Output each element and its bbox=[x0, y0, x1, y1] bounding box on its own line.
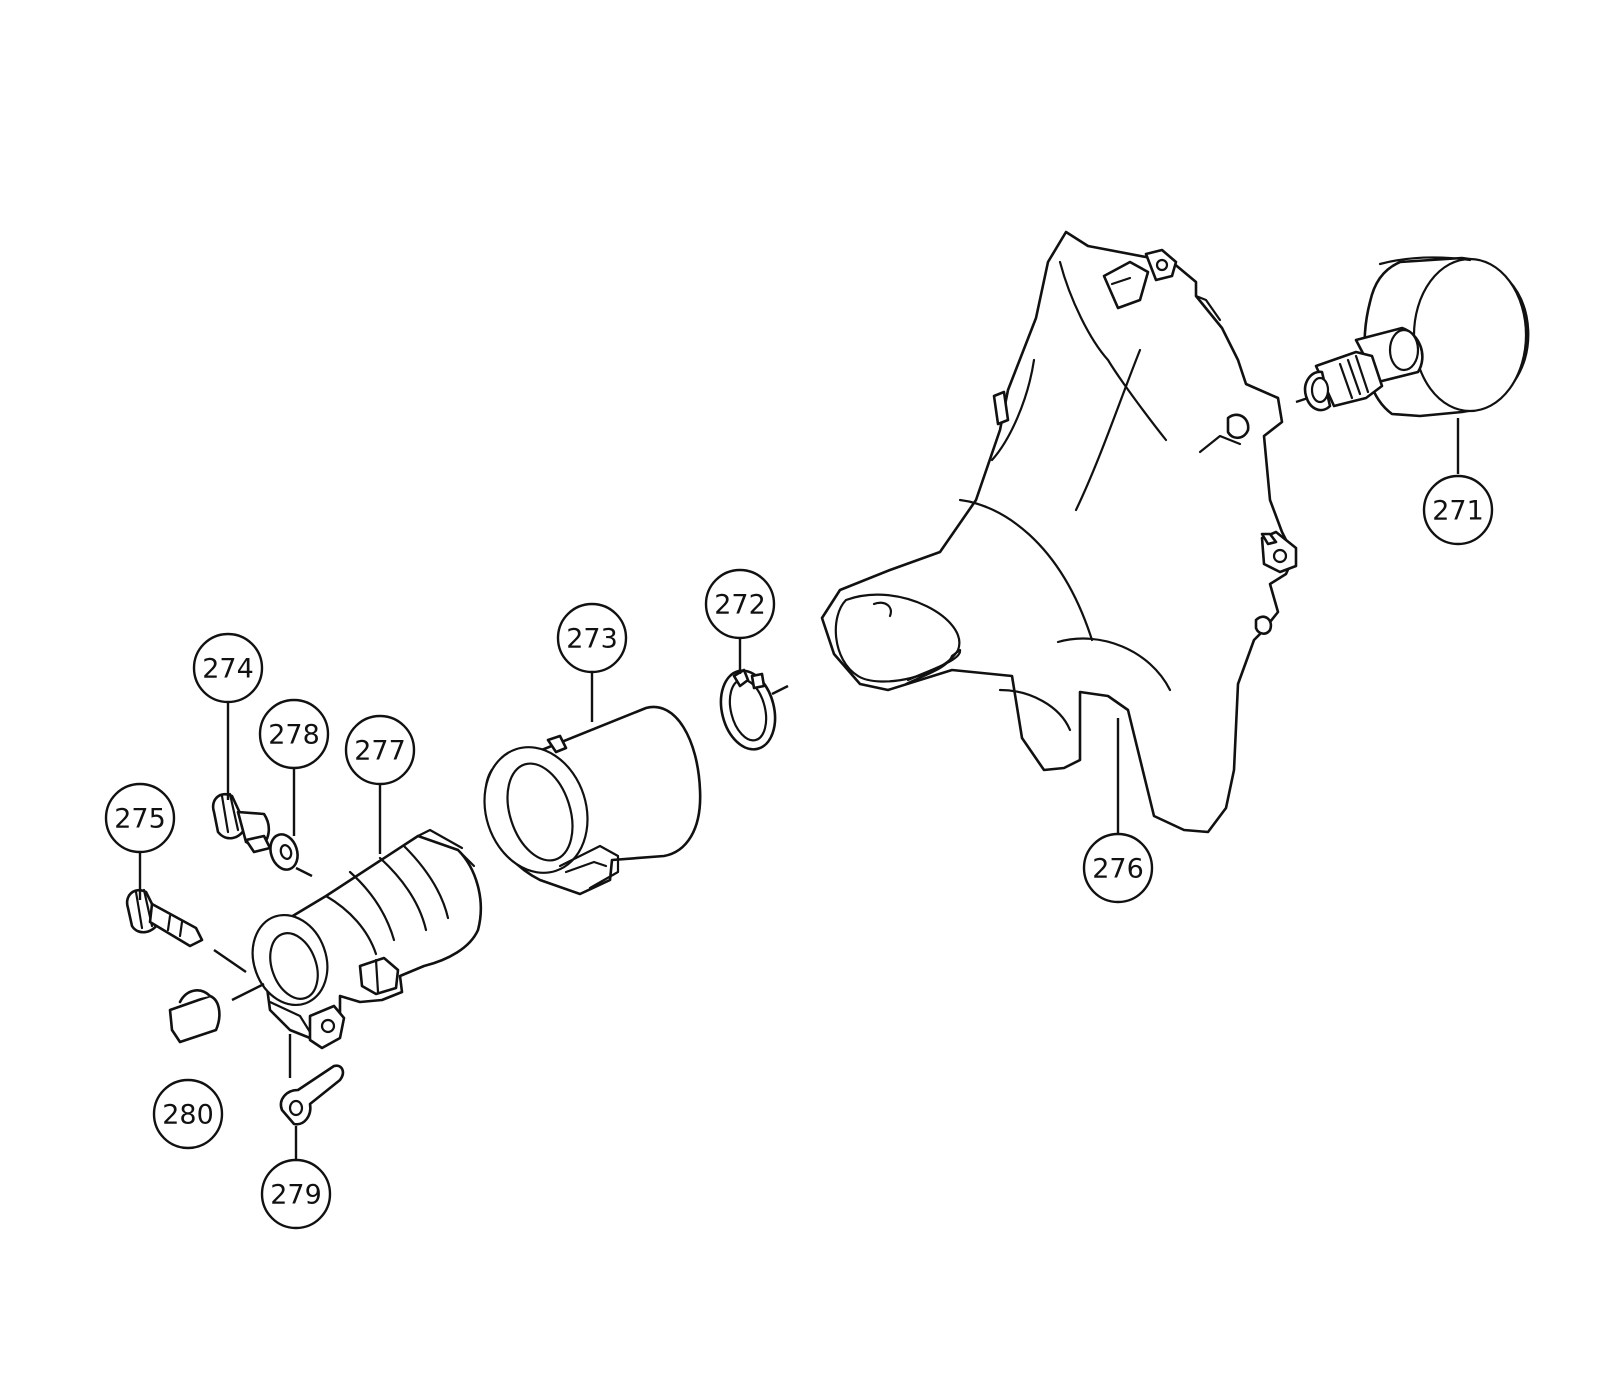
callout-label: 275 bbox=[114, 804, 166, 835]
callout-label: 278 bbox=[268, 720, 320, 751]
part-272-snap-ring bbox=[719, 668, 777, 751]
callout-label: 272 bbox=[714, 590, 766, 621]
leader-lines bbox=[138, 418, 1460, 1160]
callout-274: 274 bbox=[192, 632, 264, 704]
callout-272: 272 bbox=[704, 568, 776, 640]
callout-label: 271 bbox=[1432, 496, 1484, 527]
callout-280: 280 bbox=[152, 1078, 224, 1150]
callout-278: 278 bbox=[258, 698, 330, 770]
callout-273: 273 bbox=[556, 602, 628, 674]
callout-label: 279 bbox=[270, 1180, 322, 1211]
part-276-gear-case bbox=[820, 230, 1298, 834]
part-280-knob bbox=[168, 989, 221, 1044]
part-277-clamp-housing bbox=[251, 828, 483, 1050]
part-275-screw bbox=[125, 888, 204, 948]
part-271-clutch-drum bbox=[1303, 256, 1530, 418]
callout-label: 280 bbox=[162, 1100, 214, 1131]
callout-276: 276 bbox=[1082, 832, 1154, 904]
part-273-tube bbox=[483, 705, 702, 896]
assembly-lines bbox=[213, 396, 1309, 1078]
callout-271: 271 bbox=[1422, 474, 1494, 546]
callout-label: 273 bbox=[566, 624, 618, 655]
part-279-clip bbox=[279, 1064, 345, 1126]
callout-277: 277 bbox=[344, 714, 416, 786]
callout-label: 276 bbox=[1092, 854, 1144, 885]
part-278-washer bbox=[269, 833, 299, 871]
callout-label: 274 bbox=[202, 654, 254, 685]
callout-label: 277 bbox=[354, 736, 406, 767]
part-274-bolt bbox=[211, 792, 272, 854]
callout-275: 275 bbox=[104, 782, 176, 854]
callout-279: 279 bbox=[260, 1158, 332, 1230]
